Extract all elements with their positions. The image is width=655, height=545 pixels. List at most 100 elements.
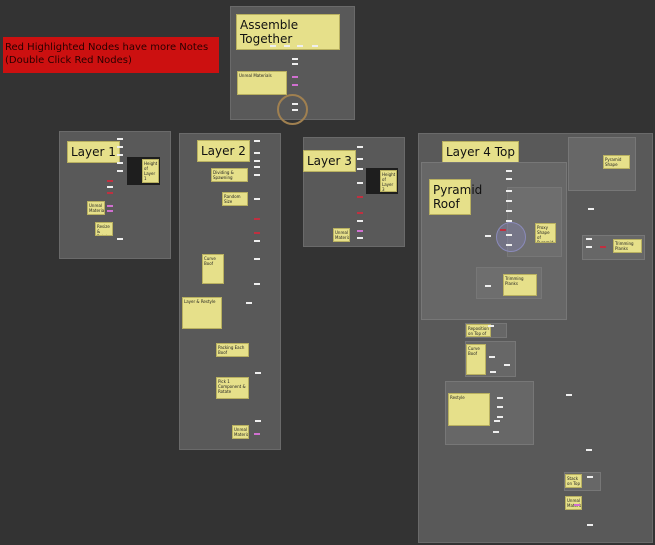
component-node[interactable] — [254, 166, 260, 168]
component-node[interactable] — [292, 109, 298, 111]
note-stack-on-top[interactable]: Stack on Top — [565, 474, 582, 488]
note-curve-boof[interactable]: Curve Boof — [466, 344, 486, 375]
component-node[interactable] — [600, 246, 606, 248]
component-node[interactable] — [357, 237, 363, 239]
component-node[interactable] — [500, 229, 506, 231]
component-node[interactable] — [117, 162, 123, 164]
component-node[interactable] — [357, 212, 363, 214]
component-node[interactable] — [292, 76, 298, 78]
component-node[interactable] — [117, 154, 123, 156]
component-node[interactable] — [254, 152, 260, 154]
component-node[interactable] — [255, 372, 261, 374]
component-node[interactable] — [297, 45, 303, 47]
component-node[interactable] — [254, 433, 260, 435]
note-random-size[interactable]: Random Size — [222, 192, 248, 206]
component-node[interactable] — [254, 240, 260, 242]
component-node[interactable] — [117, 170, 123, 172]
component-node[interactable] — [497, 416, 503, 418]
component-node[interactable] — [497, 406, 503, 408]
component-node[interactable] — [490, 371, 496, 373]
component-node[interactable] — [506, 170, 512, 172]
note-unreal-materials[interactable]: Unreal Materials — [232, 425, 249, 439]
component-node[interactable] — [587, 524, 593, 526]
component-node[interactable] — [488, 325, 494, 327]
component-node[interactable] — [254, 198, 260, 200]
component-node[interactable] — [292, 84, 298, 86]
note-curve-boof[interactable]: Curve Boof — [202, 254, 224, 284]
component-node[interactable] — [117, 238, 123, 240]
component-node[interactable] — [284, 45, 290, 47]
note-reposition[interactable]: Reposition on Top of Walls — [466, 324, 491, 337]
banner-line-2: (Double Click Red Nodes) — [5, 55, 132, 66]
component-node[interactable] — [357, 196, 363, 198]
note-pyramid-shape[interactable]: Pyramid Shape — [603, 155, 630, 169]
component-node[interactable] — [506, 234, 512, 236]
component-node[interactable] — [357, 220, 363, 222]
component-node[interactable] — [586, 246, 592, 248]
note-pick-component-rotate[interactable]: Pick 1 Component & Rotate — [216, 377, 249, 399]
note-proxy-shape[interactable]: Proxy Shape of Pyramid — [535, 223, 556, 243]
component-node[interactable] — [117, 146, 123, 148]
component-node[interactable] — [292, 63, 298, 65]
note-restyle[interactable]: Restyle — [448, 393, 490, 426]
note-layer-restyle[interactable]: Layer & Restyle — [182, 297, 222, 329]
component-node[interactable] — [254, 232, 260, 234]
info-banner: Red Highlighted Nodes have more Notes (D… — [3, 37, 219, 73]
note-trimming-planks[interactable]: Trimming Planks — [503, 274, 537, 296]
component-node[interactable] — [292, 103, 298, 105]
component-node[interactable] — [506, 190, 512, 192]
note-height-layer-1[interactable]: Height of Layer 1 — [142, 159, 159, 183]
component-node[interactable] — [357, 230, 363, 232]
component-node[interactable] — [107, 180, 113, 182]
component-node[interactable] — [107, 186, 113, 188]
component-node[interactable] — [292, 58, 298, 60]
component-node[interactable] — [506, 220, 512, 222]
note-unreal-materials[interactable]: Unreal Materials — [237, 71, 287, 95]
component-node[interactable] — [506, 178, 512, 180]
component-node[interactable] — [107, 210, 113, 212]
note-height-layer-3[interactable]: Height of Layer 3 — [380, 170, 397, 192]
note-packing-each-boof[interactable]: Packing Each Boof — [216, 343, 249, 357]
component-node[interactable] — [586, 238, 592, 240]
component-node[interactable] — [270, 45, 276, 47]
component-node[interactable] — [254, 140, 260, 142]
component-node[interactable] — [489, 356, 495, 358]
component-node[interactable] — [254, 218, 260, 220]
component-node[interactable] — [254, 174, 260, 176]
component-node[interactable] — [586, 449, 592, 451]
component-node[interactable] — [107, 192, 113, 194]
note-dividing-spawning[interactable]: Dividing & Spawning — [211, 168, 248, 182]
component-node[interactable] — [485, 235, 491, 237]
note-unreal-materials[interactable]: Unreal Materials — [87, 201, 105, 215]
component-node[interactable] — [506, 200, 512, 202]
component-node[interactable] — [587, 476, 593, 478]
component-node[interactable] — [254, 160, 260, 162]
note-unreal-materials[interactable]: Unreal Materials — [333, 228, 350, 242]
component-node[interactable] — [357, 158, 363, 160]
group-title-assemble: Assemble Together — [236, 14, 340, 50]
component-node[interactable] — [357, 146, 363, 148]
component-node[interactable] — [255, 420, 261, 422]
component-node[interactable] — [107, 205, 113, 207]
note-resize-rotate[interactable]: Resize & Rotate — [95, 222, 113, 236]
component-node[interactable] — [246, 302, 252, 304]
note-unreal-materials[interactable]: Unreal Materials — [565, 496, 582, 510]
proxy-highlight — [496, 222, 526, 252]
component-node[interactable] — [485, 285, 491, 287]
component-node[interactable] — [497, 397, 503, 399]
component-node[interactable] — [254, 283, 260, 285]
component-node[interactable] — [506, 244, 512, 246]
component-node[interactable] — [312, 45, 318, 47]
component-node[interactable] — [506, 210, 512, 212]
component-node[interactable] — [494, 420, 500, 422]
component-node[interactable] — [504, 364, 510, 366]
component-node[interactable] — [588, 208, 594, 210]
component-node[interactable] — [357, 182, 363, 184]
component-node[interactable] — [357, 168, 363, 170]
component-node[interactable] — [254, 258, 260, 260]
note-trimming-planks-2[interactable]: Trimming Planks — [613, 239, 642, 253]
component-node[interactable] — [574, 504, 580, 506]
component-node[interactable] — [566, 394, 572, 396]
component-node[interactable] — [493, 431, 499, 433]
component-node[interactable] — [117, 138, 123, 140]
